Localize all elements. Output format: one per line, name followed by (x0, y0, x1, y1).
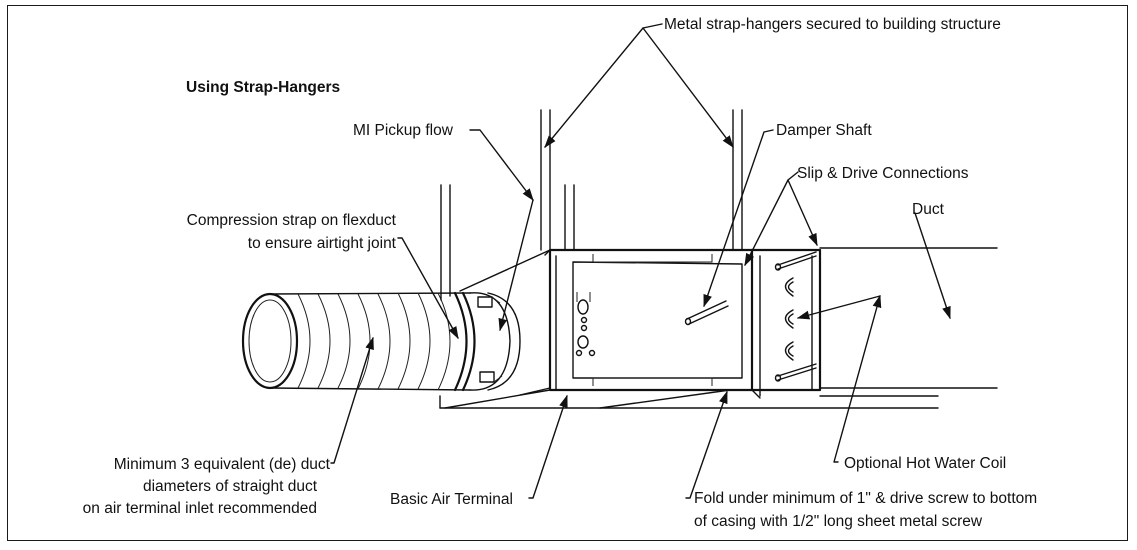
label-fold-under-2: of casing with 1/2" long sheet metal scr… (694, 513, 983, 530)
label-min-equiv-2: diameters of straight duct (143, 478, 318, 495)
leader-lines (330, 23, 951, 499)
air-terminal-casing (439, 248, 939, 409)
label-duct: Duct (912, 201, 945, 218)
label-compression-strap-2: to ensure airtight joint (248, 235, 397, 252)
label-compression-strap-1: Compression strap on flexduct (187, 212, 397, 229)
label-slip-drive: Slip & Drive Connections (797, 165, 969, 182)
flex-duct (241, 291, 476, 392)
label-metal-strap-hangers: Metal strap-hangers secured to building … (664, 16, 1001, 33)
diagram-title: Using Strap-Hangers (186, 79, 340, 96)
label-hot-water-coil: Optional Hot Water Coil (844, 455, 1006, 472)
label-fold-under-1: Fold under minimum of 1" & drive screw t… (694, 490, 1037, 507)
label-mi-pickup-flow: MI Pickup flow (353, 122, 454, 139)
downstream-duct (819, 247, 998, 397)
label-damper-shaft: Damper Shaft (776, 122, 872, 139)
label-basic-air-terminal: Basic Air Terminal (390, 491, 513, 508)
hot-water-coil (750, 248, 822, 397)
diagram-frame (7, 5, 1128, 541)
label-min-equiv-3: on air terminal inlet recommended (83, 500, 317, 517)
strap-hangers (440, 109, 743, 301)
label-min-equiv-1: Minimum 3 equivalent (de) duct (114, 456, 331, 473)
inlet-collar (469, 292, 521, 391)
